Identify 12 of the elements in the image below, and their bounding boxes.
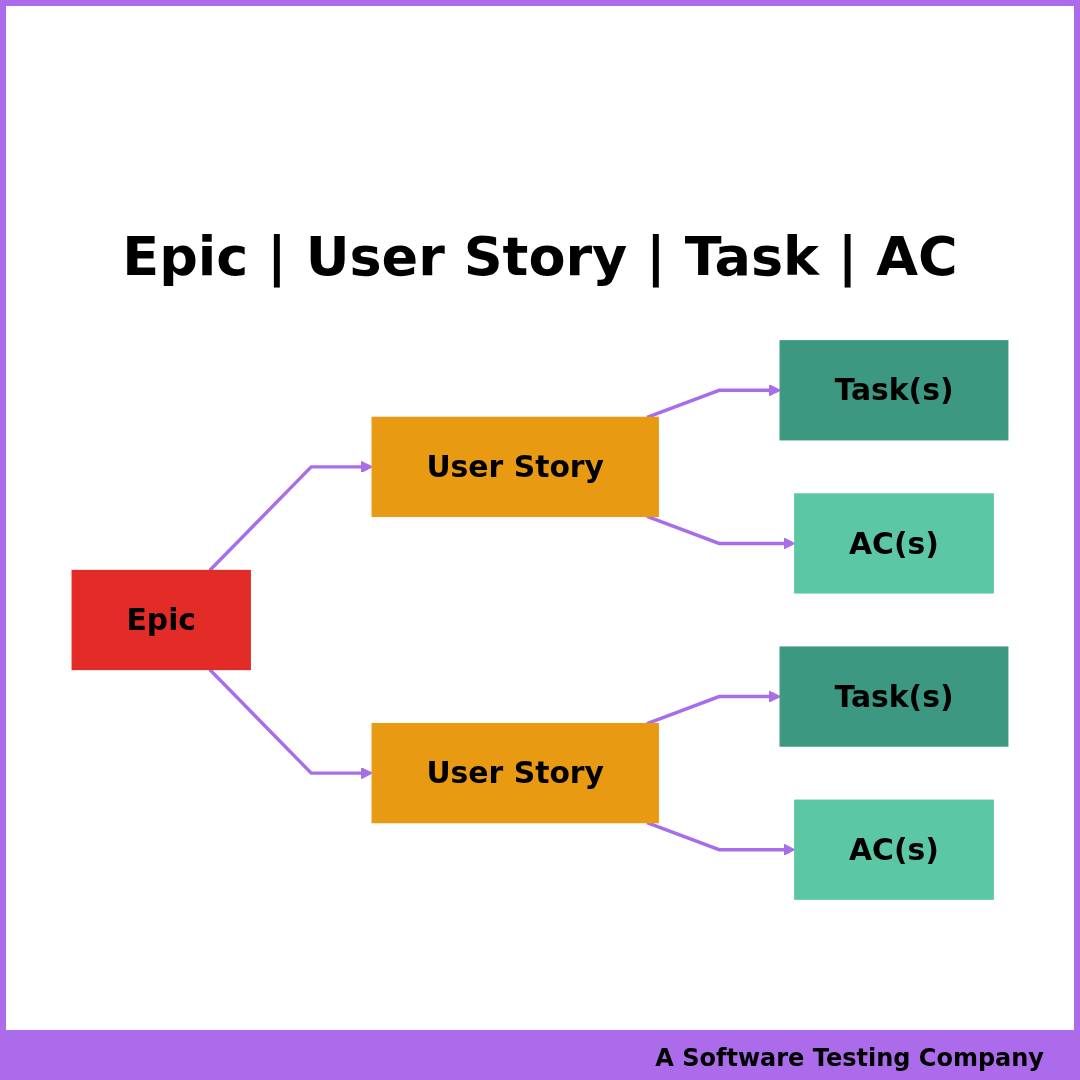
tagline: A Software Testing Company	[655, 1044, 1044, 1072]
node-box: User Story	[371, 416, 659, 517]
arrow	[208, 460, 373, 572]
node-box: Task(s)	[779, 340, 1009, 441]
arrow	[208, 668, 373, 780]
node-box: AC(s)	[794, 799, 994, 900]
node-box: User Story	[371, 723, 659, 824]
title: Epic | User Story | Task | AC	[121, 225, 959, 288]
node-box: Task(s)	[779, 646, 1009, 747]
arrow	[646, 384, 781, 419]
node-box: Epic	[71, 569, 251, 671]
node-box: AC(s)	[794, 493, 994, 594]
